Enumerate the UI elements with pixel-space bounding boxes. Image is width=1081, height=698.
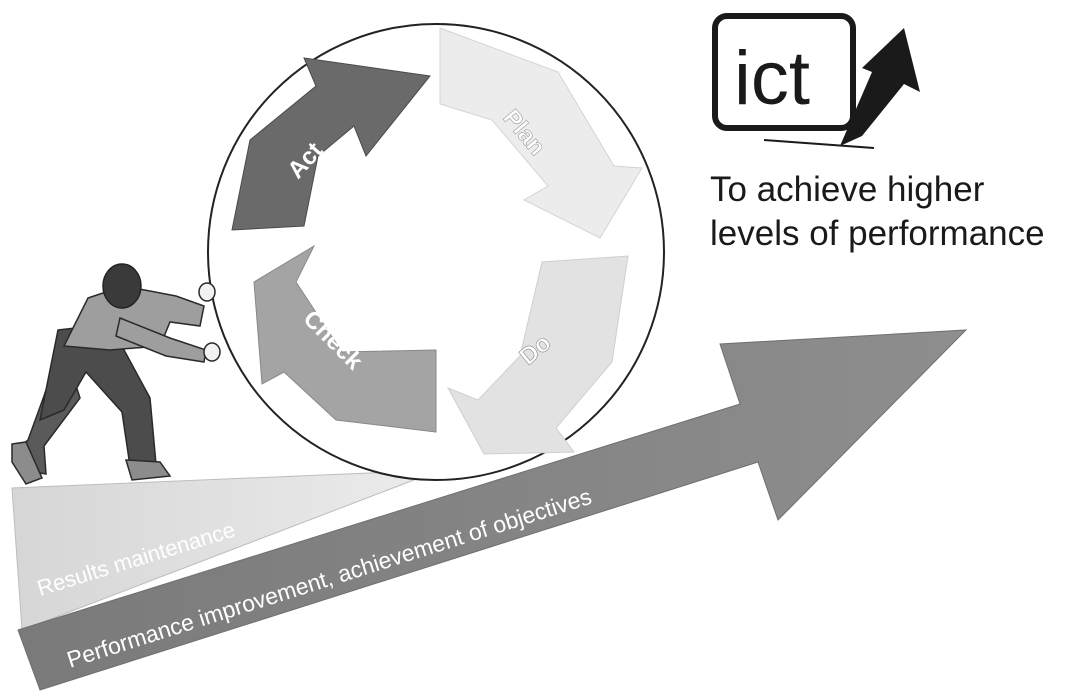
performance-improvement-arrow (17, 329, 968, 691)
ict-logo-text: ict (734, 36, 810, 121)
do-arrow (446, 255, 629, 455)
pushing-man-figure (11, 263, 221, 485)
ict-logo: ict (712, 13, 920, 149)
caption: To achieve higher levels of performance (710, 168, 1070, 256)
caption-line-1: To achieve higher (710, 170, 985, 209)
act-arrow (231, 57, 431, 231)
check-arrow (253, 244, 437, 433)
results-maintenance-band (11, 469, 441, 631)
plan-arrow (439, 27, 643, 239)
caption-line-2: levels of performance (710, 214, 1045, 253)
ict-logo-arrow-icon (840, 28, 920, 146)
